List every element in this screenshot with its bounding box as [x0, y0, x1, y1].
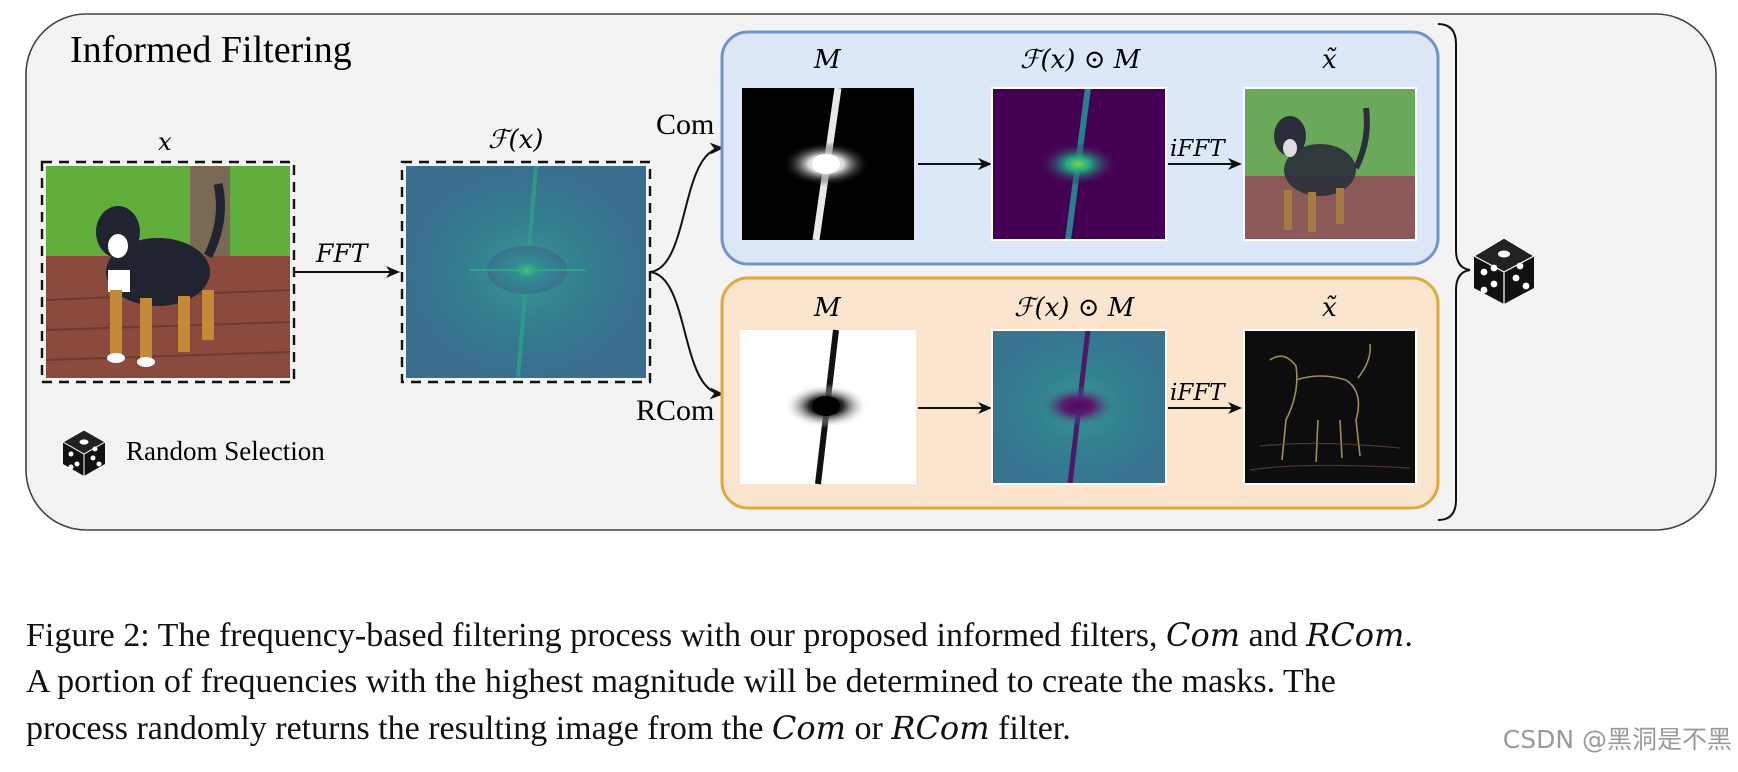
- caption-line-3: process randomly returns the resulting i…: [26, 705, 1726, 752]
- caption-text: Figure 2: The frequency-based filtering …: [26, 617, 1166, 654]
- rcom-branch-label: RCom: [636, 394, 714, 427]
- com-mask-label: M: [813, 45, 842, 75]
- caption-math-rcom: RCom: [891, 709, 990, 747]
- com-output-label: x̃: [1322, 45, 1337, 75]
- dice-icon: [1472, 237, 1536, 304]
- com-product-image: [992, 87, 1166, 241]
- com-branch-arrow: [649, 142, 724, 273]
- legend-dice-icon: [61, 429, 107, 476]
- com-product-label: ℱ(x) ⊙ M: [1020, 45, 1142, 75]
- caption-text: .: [1404, 617, 1413, 654]
- caption-text: process randomly returns the resulting i…: [26, 710, 772, 747]
- rcom-branch-arrow: [649, 271, 724, 400]
- panel-title: Informed Filtering: [70, 29, 352, 71]
- rcom-product-label: ℱ(x) ⊙ M: [1014, 293, 1136, 323]
- caption-text: and: [1240, 617, 1307, 654]
- fft-label: FFT: [315, 239, 370, 268]
- spectrum-image: [406, 165, 646, 379]
- watermark: CSDN @黑洞是不黑: [1502, 725, 1732, 754]
- input-dog-image: [45, 166, 291, 378]
- figure-caption: Figure 2: The frequency-based filtering …: [26, 612, 1726, 752]
- rcom-mask-label: M: [813, 293, 842, 323]
- caption-math-rcom: RCom: [1306, 616, 1405, 654]
- caption-math-com: Com: [1165, 616, 1241, 654]
- com-ifft-label: iFFT: [1170, 136, 1226, 162]
- rcom-mask-image: [740, 329, 916, 485]
- rcom-output-image: [1244, 330, 1416, 484]
- caption-line-2: A portion of frequencies with the highes…: [26, 663, 1336, 700]
- rcom-ifft-label: iFFT: [1170, 380, 1226, 406]
- caption-text: filter.: [989, 710, 1071, 747]
- rcom-product-image: [992, 329, 1166, 485]
- rcom-output-label: x̃: [1322, 293, 1337, 323]
- right-brace: [1437, 23, 1471, 521]
- com-mask-image: [742, 87, 914, 241]
- caption-text: or: [846, 710, 892, 747]
- spectrum-label: ℱ(x): [488, 125, 543, 155]
- caption-line-1: Figure 2: The frequency-based filtering …: [26, 612, 1726, 659]
- legend-text: Random Selection: [126, 436, 325, 466]
- input-label: x: [158, 128, 172, 156]
- com-branch-label: Com: [656, 108, 714, 141]
- informed-filtering-diagram: Informed Filtering x FFT ℱ(x) Com RCo: [25, 13, 1717, 531]
- com-output-image: [1244, 88, 1416, 240]
- caption-math-com: Com: [771, 709, 847, 747]
